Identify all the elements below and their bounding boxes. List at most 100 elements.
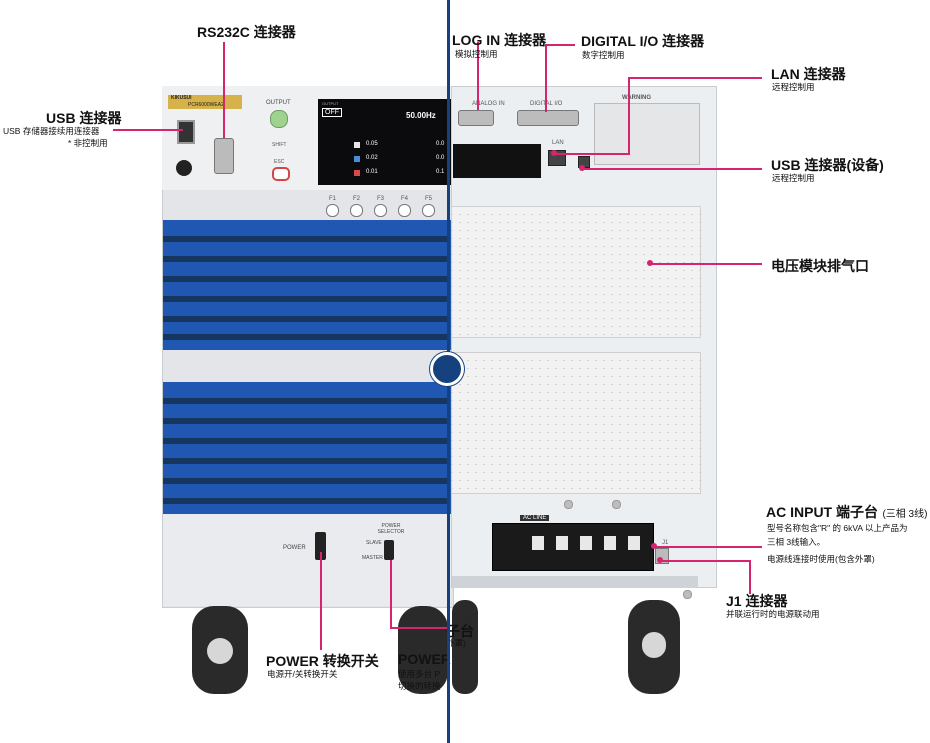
ac-input-terminal[interactable] bbox=[492, 523, 654, 571]
screw bbox=[683, 590, 692, 599]
louver-slot bbox=[163, 398, 448, 404]
callout-usb-device-title: USB 连接器(设备) bbox=[771, 157, 884, 173]
usb-front-port[interactable] bbox=[177, 120, 195, 144]
rs232c-port[interactable] bbox=[214, 138, 234, 174]
j1-label: J1 bbox=[662, 540, 669, 546]
screw bbox=[612, 500, 621, 509]
leader-line bbox=[390, 627, 450, 629]
louver-slot bbox=[163, 498, 448, 504]
output-label: OUTPUT bbox=[266, 100, 291, 106]
voltage-module-front-2 bbox=[163, 382, 451, 514]
screw bbox=[564, 500, 573, 509]
lcd-marker-1 bbox=[354, 142, 360, 148]
callout-rs232c-title: RS232C 连接器 bbox=[197, 24, 296, 40]
leader-dot bbox=[657, 557, 663, 563]
leader-line bbox=[477, 42, 479, 110]
exhaust-mesh-lower bbox=[451, 352, 701, 494]
lcd-value-r2: 0.0 bbox=[436, 155, 445, 161]
louver-slot bbox=[163, 316, 448, 322]
output-button[interactable] bbox=[270, 110, 288, 128]
callout-digital-io-sub: 数字控制用 bbox=[582, 50, 625, 60]
lcd-status: OFF bbox=[322, 108, 342, 117]
warning-label: WARNING bbox=[622, 95, 651, 101]
callout-cut-terminal-title: 子台 bbox=[446, 623, 474, 639]
louver-slot bbox=[163, 276, 448, 282]
fkey-label-3: F3 bbox=[377, 196, 385, 202]
fkey-button-3[interactable] bbox=[374, 204, 387, 217]
blank-cover-plate bbox=[453, 144, 541, 178]
caster-rear-left bbox=[452, 600, 478, 694]
lcd-frequency: 50.00Hz bbox=[406, 111, 436, 120]
louver-slot bbox=[163, 418, 448, 424]
ac-terminal-screw bbox=[628, 536, 640, 550]
front-bottom-panel bbox=[163, 514, 451, 606]
louver-slot bbox=[163, 334, 448, 340]
esc-label: ESC bbox=[274, 159, 285, 165]
fkey-button-2[interactable] bbox=[350, 204, 363, 217]
fkey-label-2: F2 bbox=[353, 196, 361, 202]
lan-label: LAN bbox=[552, 140, 564, 146]
ac-line-label: AC LINE bbox=[520, 515, 550, 521]
leader-line bbox=[749, 560, 751, 594]
leader-line bbox=[660, 560, 750, 562]
callout-analog-in-sub: 模拟控制用 bbox=[455, 49, 498, 59]
louver-slot bbox=[163, 236, 448, 242]
louver-slot bbox=[163, 458, 448, 464]
analog-in-label: ANALOG IN bbox=[472, 101, 505, 107]
leader-line bbox=[545, 44, 575, 46]
louver-slot bbox=[163, 296, 448, 302]
exhaust-mesh-upper bbox=[451, 206, 701, 338]
ac-terminal-screw bbox=[604, 536, 616, 550]
power-selector-label: POWER SELECTOR bbox=[377, 523, 405, 535]
fkey-button-5[interactable] bbox=[422, 204, 435, 217]
lcd-value-3: 0.01 bbox=[366, 169, 378, 175]
callout-usb-front-sub2: * 非控制用 bbox=[68, 138, 108, 148]
callout-usb-front-sub1: USB 存储器接续用连接器 bbox=[3, 126, 100, 136]
analog-in-port[interactable] bbox=[458, 110, 494, 126]
usb-front-cap bbox=[176, 160, 192, 176]
power-selector-switch[interactable] bbox=[384, 540, 394, 560]
model-text: PCR6000WEA2 bbox=[188, 102, 224, 108]
leader-line bbox=[582, 168, 762, 170]
caster-front-right bbox=[398, 606, 448, 694]
fkey-label-1: F1 bbox=[329, 196, 337, 202]
shift-label: SHIFT bbox=[272, 142, 287, 148]
caster-rear-right-hub bbox=[642, 632, 666, 658]
leader-line bbox=[628, 77, 630, 153]
leader-line bbox=[628, 77, 762, 79]
lcd-marker-2 bbox=[354, 156, 360, 162]
callout-power-switch-sub: 电源开/关转换开关 bbox=[267, 669, 338, 679]
louver-slot bbox=[163, 256, 448, 262]
leader-line bbox=[654, 546, 762, 548]
ac-terminal-screw bbox=[580, 536, 592, 550]
callout-lan-sub: 远程控制用 bbox=[772, 82, 815, 92]
callout-ac-input-title: AC INPUT 端子台 bbox=[766, 504, 878, 520]
leader-line bbox=[223, 42, 225, 138]
callout-analog-in-title: LOG IN 连接器 bbox=[452, 32, 547, 48]
lcd-value-2: 0.02 bbox=[366, 155, 378, 161]
leader-dot bbox=[551, 150, 557, 156]
callout-ac-input-sub1: 型号名称包含"R" 的 6kVA 以上产品为 bbox=[767, 523, 908, 533]
leader-line bbox=[113, 129, 183, 131]
digital-io-port[interactable] bbox=[517, 110, 579, 126]
fkey-label-5: F5 bbox=[425, 196, 433, 202]
leader-line bbox=[545, 44, 547, 112]
selector-master-label: MASTER bbox=[362, 555, 383, 561]
callout-j1-title: J1 连接器 bbox=[726, 593, 788, 609]
callout-lan-title: LAN 连接器 bbox=[771, 66, 846, 82]
callout-power-selector-sub1: 使用多台 P bbox=[398, 669, 441, 679]
callout-digital-io-title: DIGITAL I/O 连接器 bbox=[581, 33, 705, 49]
warning-plate bbox=[594, 103, 700, 165]
callout-cut-terminal-sub: 外罩) bbox=[446, 638, 466, 648]
rear-base-frame bbox=[452, 576, 698, 588]
fkey-label-4: F4 bbox=[401, 196, 409, 202]
comparison-slider-handle[interactable] bbox=[430, 352, 464, 386]
callout-j1-sub: 并联运行时的电源联动用 bbox=[726, 609, 820, 619]
lcd-output-label: OUTPUT bbox=[322, 101, 339, 106]
fkey-button-4[interactable] bbox=[398, 204, 411, 217]
esc-button[interactable] bbox=[272, 167, 290, 181]
callout-ac-input-sub2: 三相 3线输入。 bbox=[767, 537, 826, 547]
fkey-button-1[interactable] bbox=[326, 204, 339, 217]
power-switch[interactable] bbox=[315, 532, 326, 560]
ac-terminal-screw bbox=[556, 536, 568, 550]
